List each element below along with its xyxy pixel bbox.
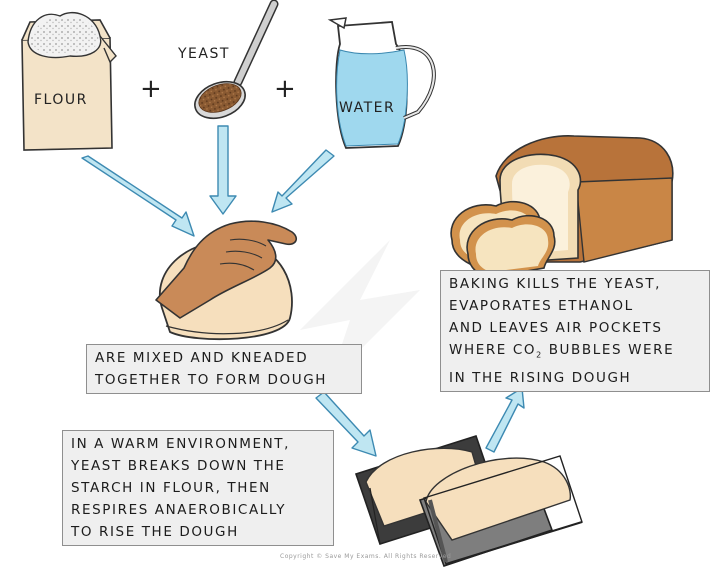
plus-sign-1: + bbox=[140, 74, 162, 104]
flour-label: FLOUR bbox=[34, 92, 88, 108]
bake-line-5: IN THE RISING DOUGH bbox=[449, 369, 632, 386]
yeast-spoon-icon bbox=[194, 0, 279, 120]
plus-sign-2: + bbox=[274, 74, 296, 104]
rise-line-2: YEAST BREAKS DOWN THE bbox=[71, 458, 286, 474]
water-jug-icon bbox=[327, 17, 436, 149]
arrow-dough-to-tins bbox=[315, 391, 377, 457]
copyright-text: Copyright © Save My Exams. All Rights Re… bbox=[280, 553, 452, 560]
bread-slices-icon bbox=[450, 200, 556, 279]
water-label: WATER bbox=[339, 100, 396, 116]
watermark bbox=[300, 240, 420, 380]
yeast-label: YEAST bbox=[178, 46, 230, 62]
arrow-water-to-dough bbox=[271, 149, 335, 213]
rise-step-box: IN A WARM ENVIRONMENT, YEAST BREAKS DOWN… bbox=[62, 430, 334, 546]
arrow-tins-to-bread bbox=[485, 387, 525, 453]
bake-step-box: BAKING KILLS THE YEAST, EVAPORATES ETHAN… bbox=[440, 270, 710, 392]
rise-line-3: STARCH IN FLOUR, THEN bbox=[71, 480, 271, 496]
bake-line-4-co2: WHERE CO2 BUBBLES WERE bbox=[449, 342, 675, 360]
rise-line-4: RESPIRES ANAEROBICALLY bbox=[71, 502, 287, 518]
flour-bag-icon bbox=[21, 11, 117, 151]
rise-line-5: TO RISE THE DOUGH bbox=[71, 524, 239, 540]
arrow-yeast-to-dough bbox=[209, 125, 237, 215]
arrow-flour-to-dough bbox=[81, 155, 195, 237]
mix-line-2: TOGETHER TO FORM DOUGH bbox=[95, 372, 328, 388]
mix-step-box: ARE MIXED AND KNEADED TOGETHER TO FORM D… bbox=[86, 344, 362, 394]
bake-line-2: EVAPORATES ETHANOL bbox=[449, 298, 634, 314]
rise-line-1: IN A WARM ENVIRONMENT, bbox=[71, 436, 291, 452]
mix-line-1: ARE MIXED AND KNEADED bbox=[95, 350, 309, 366]
bake-line-1: BAKING KILLS THE YEAST, bbox=[449, 276, 662, 292]
baking-tins-icon bbox=[354, 435, 583, 568]
kneading-hand-icon bbox=[155, 220, 298, 319]
bake-line-3: AND LEAVES AIR POCKETS bbox=[449, 320, 663, 336]
